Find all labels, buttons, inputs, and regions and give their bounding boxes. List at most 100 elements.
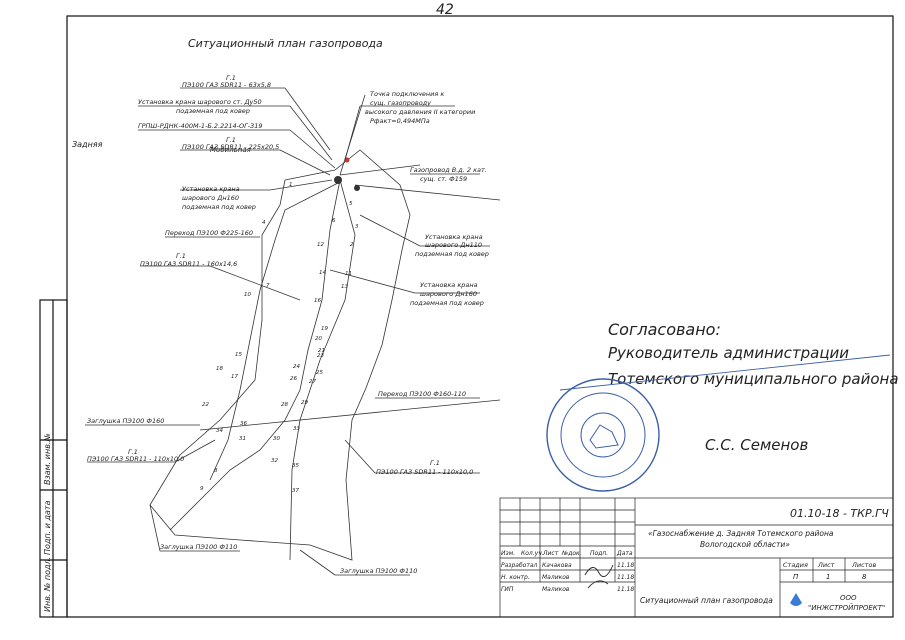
node-number-15: 15 (235, 352, 242, 358)
node-number-37: 37 (292, 488, 299, 494)
pipe-top-code: Г.1 (226, 74, 236, 82)
pipe-225-label: ПЭ100 ГАЗ SDR11 - 225х20,5 (182, 143, 279, 151)
valve-160a-label: Установка крана (182, 185, 240, 193)
node-number-3: 3 (355, 224, 359, 230)
valve-110-3: подземная под ковер (415, 250, 489, 258)
node-number-9: 9 (200, 486, 204, 492)
row-3-name: Маликов (542, 586, 570, 593)
node-number-17: 17 (231, 374, 238, 380)
existing-gas-1: Газопровод В.д. 2 кат. (410, 166, 487, 174)
node-number-4: 4 (262, 220, 266, 226)
row-2-name: Маликов (542, 574, 570, 581)
official-seal (546, 354, 891, 492)
node-number-36: 36 (240, 421, 247, 427)
connection-1: Точка подключения к (370, 90, 444, 98)
plug-110-right-label: Заглушка ПЭ100 Ф110 (340, 567, 417, 575)
node-number-22: 22 (202, 402, 209, 408)
node-number-10: 10 (244, 292, 251, 298)
plan-title: Ситуационный план газопровода (188, 37, 383, 50)
plug-110-left-label: Заглушка ПЭ100 Ф110 (160, 543, 237, 551)
org-name-1: ООО (840, 594, 857, 602)
grshp-label: ГРПШ-РДНК-400М-1-Б.2.2214-ОГ-319 (138, 122, 263, 130)
node-number-20: 20 (315, 336, 322, 342)
node-number-31: 31 (239, 436, 246, 442)
valve-160a-label3: подземная под ковер (182, 203, 256, 211)
title-block (499, 497, 894, 618)
transition-225-label: Переход ПЭ100 Ф225-160 (165, 229, 253, 237)
org-logo-icon (790, 593, 802, 606)
pipe-110-left-label: ПЭ100 ГАЗ SDR11 - 110х10,0 (87, 455, 184, 463)
doc-code: 01.10-18 - ТКР.ГЧ (790, 507, 889, 520)
hdr-kolich: Кол.уч. (521, 550, 544, 557)
valve-160a-label2: шарового Дн160 (182, 194, 239, 202)
node-number-35: 35 (292, 463, 299, 469)
hdr-izm: Изм. (501, 550, 515, 557)
node-number-5: 5 (349, 201, 353, 207)
hdr-podp: Подп. (590, 550, 608, 557)
approval-line-3: Тотемского муниципального района (608, 370, 899, 388)
node-number-21: 21 (318, 348, 325, 354)
project-name-1: «Газоснабжение д. Задняя Тотемского райо… (648, 529, 834, 538)
pipe-225-code: Г.1 (226, 136, 236, 144)
valve-du50-label: Установка крана шарового ст. Ду50 (138, 98, 262, 106)
approval-line-1: Согласовано: (608, 320, 721, 339)
node-number-8: 8 (214, 468, 218, 474)
approval-line-2: Руководитель администрации (608, 344, 849, 362)
node-number-11: 11 (345, 271, 352, 277)
connection-3: высокого давления II категории (365, 108, 475, 116)
node-numbers: 1234567891011121314151617181920212223242… (200, 182, 359, 494)
sheet-value: 1 (826, 573, 830, 581)
valve-110-1: Установка крана (425, 233, 483, 241)
pipe-110-left-code: Г.1 (128, 448, 138, 456)
valve-110-2: шарового Дн110 (425, 241, 482, 249)
place-label: Задняя (72, 140, 103, 149)
transition-160-label: Переход ПЭ100 Ф160-110 (378, 390, 466, 398)
node-number-12: 12 (317, 242, 324, 248)
pipe-top-label: ПЭ100 ГАЗ SDR11 - 63х5,8 (182, 81, 271, 89)
node-number-16: 16 (314, 298, 321, 304)
sheet-title: Ситуационный план газопровода (640, 596, 773, 605)
signature-mark (584, 564, 614, 589)
row-1-role: Разработал (501, 562, 538, 569)
hdr-list: Лист (542, 550, 559, 557)
pipe-110-right-label: ПЭ100 ГАЗ SDR11 - 110х10,0 (376, 468, 473, 476)
sheets-value: 8 (862, 573, 867, 581)
valve-160b-1: Установка крана (420, 281, 478, 289)
row-3-date: 11.18 (617, 586, 634, 593)
node-number-28: 28 (281, 402, 288, 408)
leader-lines (85, 87, 490, 576)
node-number-18: 18 (216, 366, 223, 372)
node-number-29: 29 (301, 400, 308, 406)
hdr-ndoc: №док. (561, 550, 582, 557)
pipe-110-right-code: Г.1 (430, 459, 440, 467)
project-name-2: Вологодской области» (700, 540, 790, 549)
side-stamp-repl: Взам. инв.№ (43, 433, 52, 485)
connection-2: сущ. газопроводу (370, 99, 431, 107)
row-1-date: 11.18 (617, 562, 634, 569)
org-name-2: "ИНЖСТРОЙПРОЕКТ" (808, 603, 885, 612)
node-number-33: 33 (293, 426, 300, 432)
node-number-2: 2 (350, 242, 354, 248)
hdr-date: Дата (616, 550, 633, 557)
node-number-23: 23 (317, 353, 324, 359)
node-number-24: 24 (293, 364, 300, 370)
approval-signature-name: С.С. Семенов (705, 436, 808, 454)
side-stamp-sign: Подп. и дата (43, 500, 52, 555)
node-number-32: 32 (271, 458, 278, 464)
pipe-160-code: Г.1 (176, 252, 186, 260)
node-number-25: 25 (316, 370, 323, 376)
node-number-1: 1 (289, 182, 293, 188)
valve-160b-3: подземная под ковер (410, 299, 484, 307)
stage-label: Стадия (783, 561, 808, 569)
side-stamp-inv: Инв. № подл. (43, 557, 52, 612)
page-number: 42 (436, 2, 454, 18)
existing-gas-2: сущ. ст. Ф159 (420, 175, 467, 183)
node-number-34: 34 (216, 428, 223, 434)
row-2-date: 11.18 (617, 574, 634, 581)
node-number-30: 30 (273, 436, 280, 442)
node-number-7: 7 (266, 283, 270, 289)
pipe-160-label: ПЭ100 ГАЗ SDR11 - 160х14,6 (140, 260, 237, 268)
plug-160-label: Заглушка ПЭ100 Ф160 (87, 417, 164, 425)
node-number-26: 26 (290, 376, 297, 382)
sheet-label: Лист (817, 561, 835, 569)
